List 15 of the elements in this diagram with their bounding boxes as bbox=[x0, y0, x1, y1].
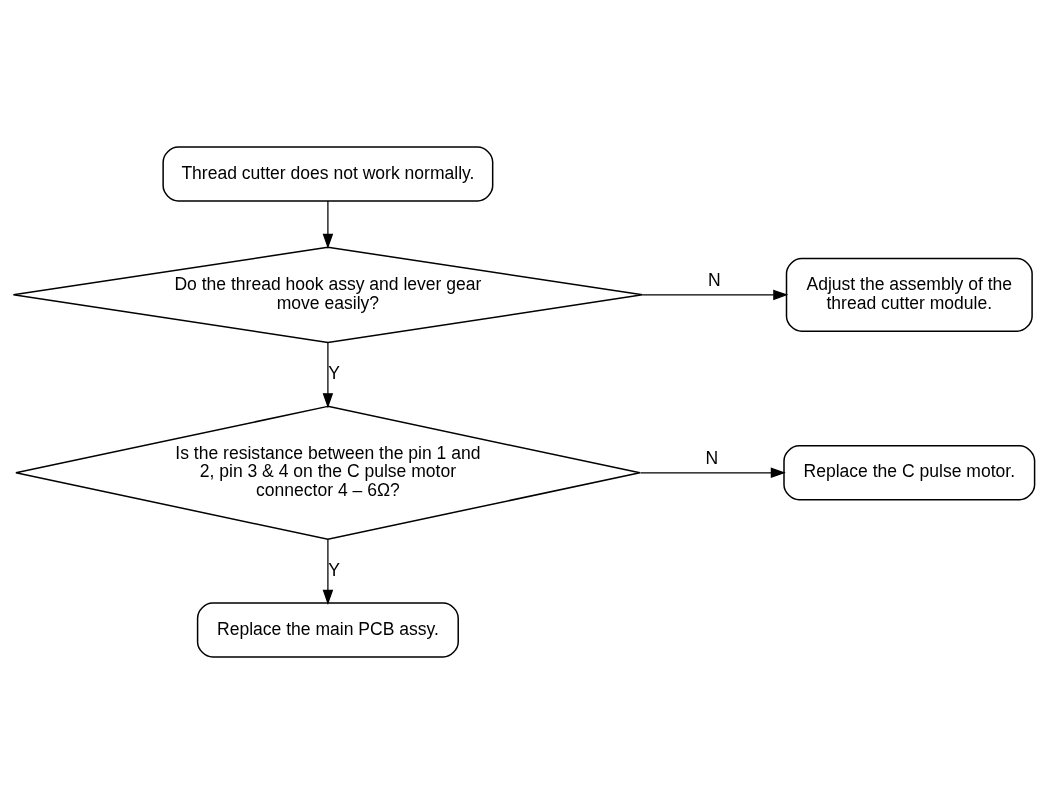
arrow bbox=[641, 289, 789, 300]
edge-label: N bbox=[708, 269, 721, 290]
edge-label: Y bbox=[328, 559, 341, 580]
node-diamond: Do the thread hook assy and lever gear move easily? bbox=[12, 246, 644, 343]
arrow bbox=[322, 341, 334, 408]
edge-label: N bbox=[705, 447, 719, 468]
node-box: Replace the main PCB assy. bbox=[196, 601, 459, 658]
arrow bbox=[322, 538, 334, 605]
edge-label: Y bbox=[328, 362, 341, 383]
arrow bbox=[322, 199, 334, 249]
node-box: Thread cutter does not work normally. bbox=[162, 145, 494, 202]
arrow bbox=[639, 467, 786, 478]
node-box: Replace the C pulse motor. bbox=[783, 444, 1036, 500]
node-diamond: Is the resistance between the pin 1 and 2, pin 3 & 4 on the C pulse motor connector 4 – 6Ω? bbox=[15, 405, 641, 540]
node-box: Adjust the assembly of the thread cutter module. bbox=[785, 257, 1033, 332]
